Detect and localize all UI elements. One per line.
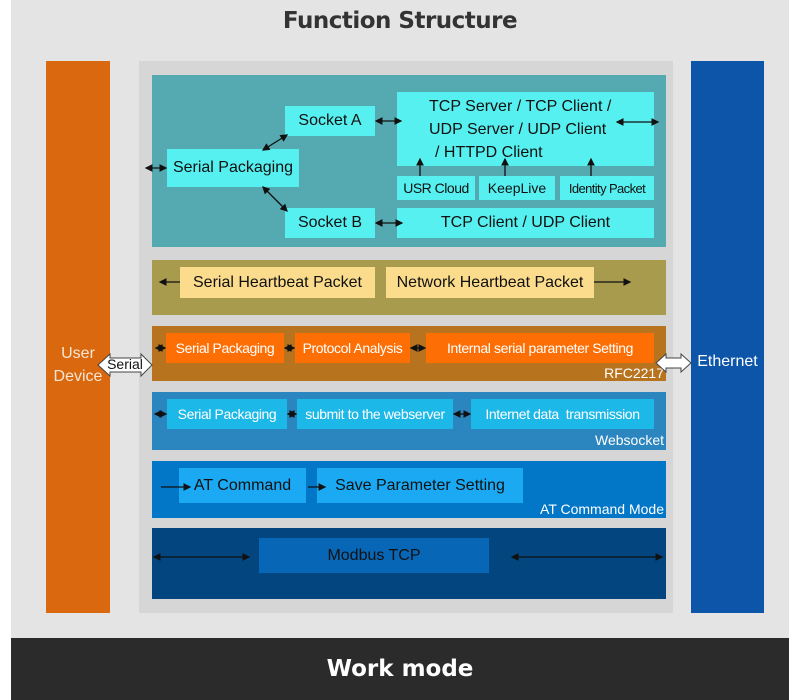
- internet-transmission-box: Internet data transmission: [471, 399, 654, 429]
- server-line-3: / HTTPD Client: [435, 143, 543, 161]
- socket-a-box: Socket A: [285, 106, 375, 136]
- ethernet-label: Ethernet: [697, 353, 758, 370]
- serial-heartbeat-box: Serial Heartbeat Packet: [180, 267, 375, 298]
- serial-packaging-box: Serial Packaging: [167, 149, 299, 187]
- at-command-mode-tag: AT Command Mode: [540, 501, 664, 517]
- footer-bar: [11, 638, 789, 700]
- ws-serial-packaging-box: Serial Packaging: [167, 399, 287, 429]
- keeplive-box: KeepLive: [479, 176, 555, 200]
- user-device-label-line1: User: [61, 345, 95, 362]
- identity-packet-box: Identity Packet: [560, 176, 654, 200]
- websocket-tag: Websocket: [595, 432, 664, 448]
- save-parameter-box: Save Parameter Setting: [317, 468, 523, 503]
- usr-cloud-box: USR Cloud: [397, 176, 475, 200]
- server-line-1: TCP Server / TCP Client /: [429, 97, 612, 115]
- tcp-udp-server-box: TCP Server / TCP Client / UDP Server / U…: [397, 92, 654, 166]
- rfc2217-tag: RFC2217: [604, 365, 664, 381]
- submit-webserver-box: submit to the webserver: [297, 399, 453, 429]
- diagram-title: Function Structure: [282, 8, 518, 34]
- internal-serial-setting-box: Internal serial parameter Setting: [426, 333, 654, 363]
- ethernet-block: [691, 61, 764, 613]
- user-device-label-line2: Device: [53, 368, 103, 385]
- rfc-serial-packaging-box: Serial Packaging: [166, 333, 284, 363]
- socket-b-target-box: TCP Client / UDP Client: [397, 208, 654, 238]
- user-device-label: User Device: [46, 342, 110, 388]
- socket-b-box: Socket B: [285, 208, 375, 238]
- network-heartbeat-box: Network Heartbeat Packet: [386, 267, 594, 298]
- modbus-tcp-box: Modbus TCP: [259, 538, 489, 573]
- serial-connector-label: Serial: [107, 356, 143, 372]
- server-line-2: UDP Server / UDP Client: [429, 120, 607, 138]
- footer-title: Work mode: [326, 656, 474, 682]
- at-command-box: AT Command: [179, 468, 306, 503]
- user-device-block: [46, 61, 110, 613]
- protocol-analysis-box: Protocol Analysis: [295, 333, 410, 363]
